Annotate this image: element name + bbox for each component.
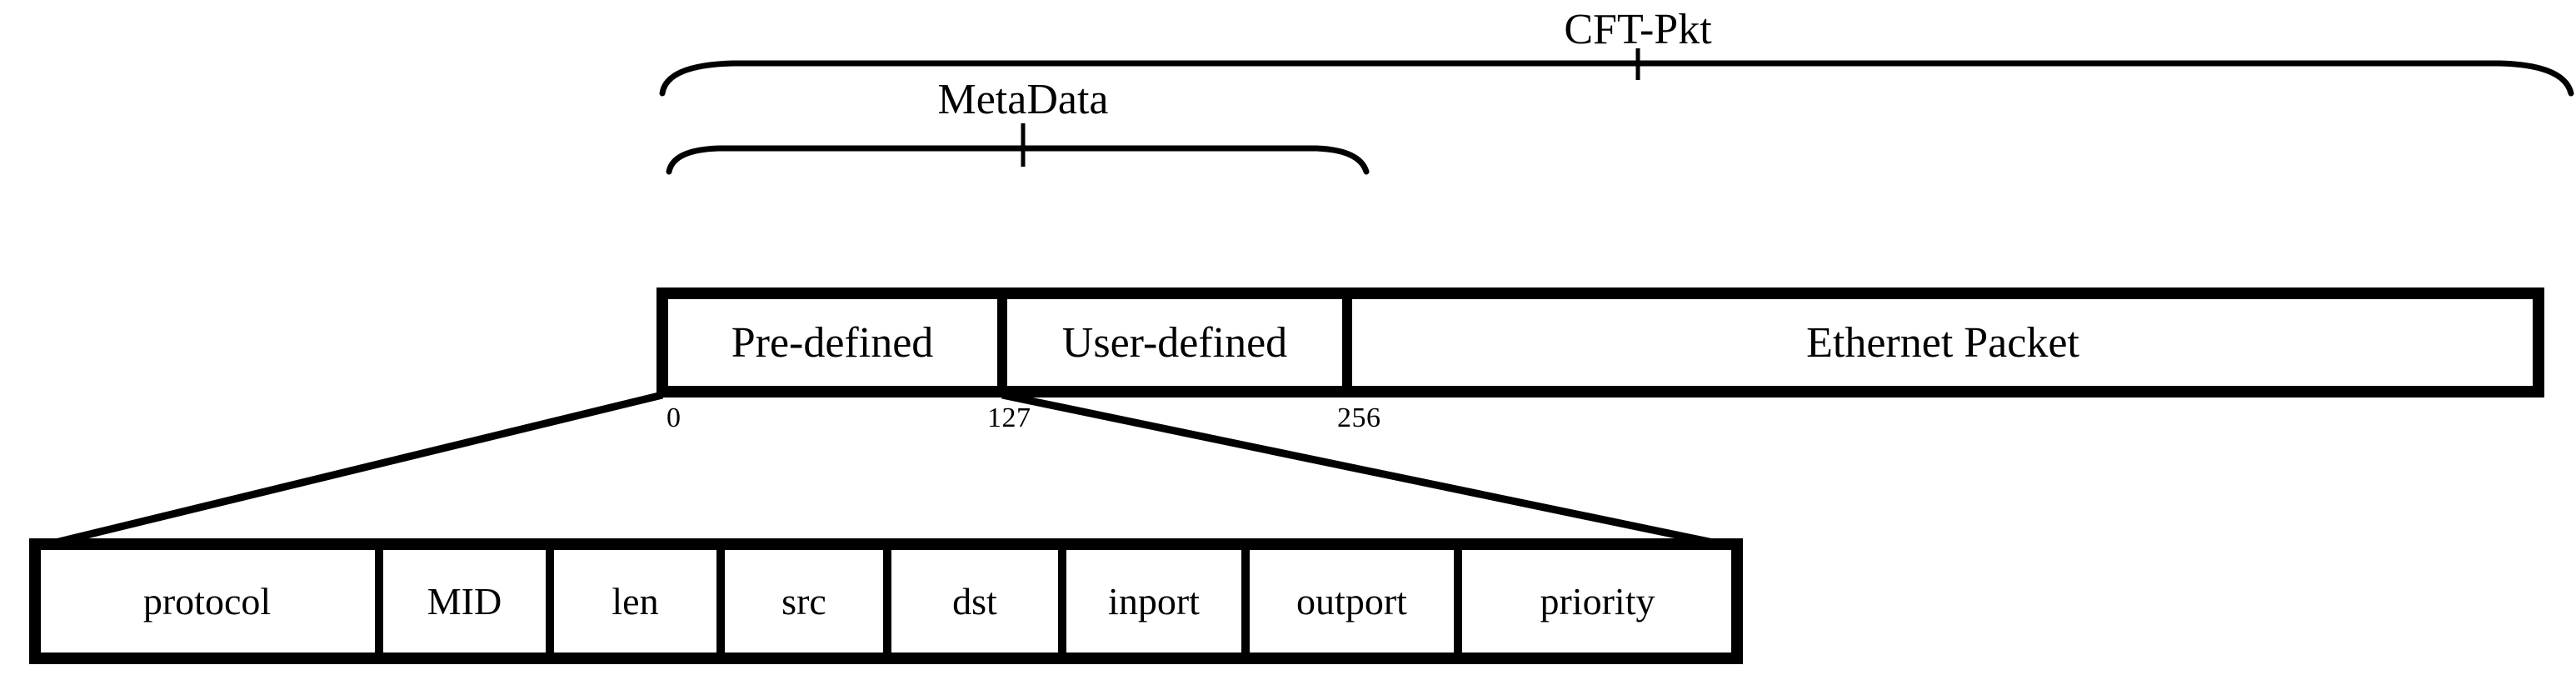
offset-label-0: 0 [666,402,681,433]
expansion-connector-left [33,391,664,552]
packet-segment-user-defined: User-defined [1061,318,1288,367]
metadata-field-mid: MID [427,580,502,622]
metadata-field-priority: priority [1540,580,1655,622]
metadata-brace [666,145,1370,175]
metadata-group-label: MetaData [937,76,1109,123]
offset-label-256: 256 [1337,402,1381,433]
metadata-field-protocol: protocol [142,580,272,622]
metadata-field-outport: outport [1296,580,1407,622]
expansion-connector-right [1001,391,1738,552]
metadata-field-src: src [781,580,826,622]
metadata-field-len: len [612,580,659,622]
metadata-field-inport: inport [1108,580,1200,622]
diagram-title: CFT-Pkt [1564,6,1712,53]
packet-segment-ethernet-packet: Ethernet Packet [1806,318,2079,367]
metadata-field-dst: dst [952,580,997,622]
packet-row-frame [656,288,2544,398]
packet-segment-pre-defined: Pre-defined [731,318,934,367]
offset-label-127: 127 [987,402,1031,433]
cft-pkt-brace [659,60,2574,97]
